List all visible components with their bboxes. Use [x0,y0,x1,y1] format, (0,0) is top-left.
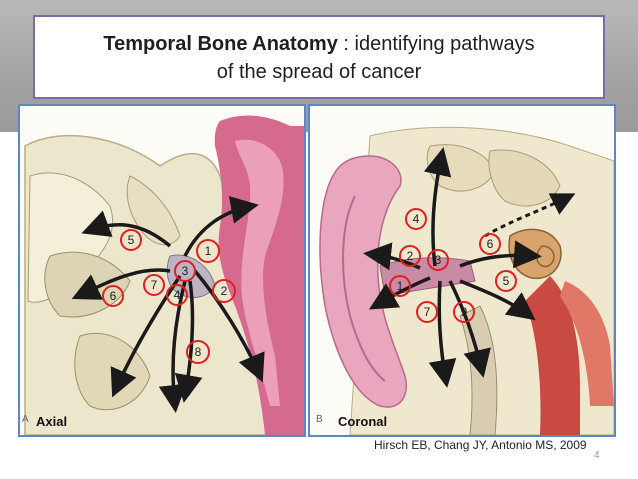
coronal-marker-6-label: 6 [487,237,494,251]
axial-marker-5-label: 5 [128,233,135,247]
title-box: Temporal Bone Anatomy : identifying path… [33,15,605,99]
coronal-marker-2: 2 [399,245,421,267]
title-line-2: of the spread of cancer [216,61,422,83]
axial-illustration: 5 1 3 7 6 4 2 8 [24,115,304,435]
title-bold: Temporal Bone Anatomy [103,33,338,55]
coronal-figure-letter: B [316,414,323,425]
coronal-marker-1-label: 1 [397,279,404,293]
coronal-marker-5-label: 5 [503,274,510,288]
axial-marker-3: 3 [174,260,196,282]
axial-marker-5: 5 [120,229,142,251]
axial-marker-2-label: 2 [221,284,228,298]
axial-marker-8: 8 [186,340,210,364]
axial-figure-panel: 5 1 3 7 6 4 2 8 A Axial [18,104,306,437]
coronal-marker-2-label: 2 [407,249,414,263]
coronal-marker-6: 6 [479,233,501,255]
coronal-marker-9: 9 [453,301,475,323]
axial-marker-7-label: 7 [151,278,158,292]
axial-marker-7: 7 [143,274,165,296]
coronal-marker-3: 3 [427,249,449,271]
page-number: 4 [594,450,600,461]
axial-marker-8-label: 8 [195,345,202,359]
coronal-marker-5: 5 [495,270,517,292]
title-rest: : identifying pathways [337,33,535,55]
coronal-marker-9-label: 9 [461,305,468,319]
coronal-marker-7-label: 7 [424,305,431,319]
axial-label: Axial [36,414,68,429]
coronal-illustration: 4 6 2 3 5 1 7 9 [319,126,614,435]
coronal-marker-4: 4 [405,208,427,230]
coronal-figure-panel: 4 6 2 3 5 1 7 9 B Coronal [308,104,616,437]
axial-figure-letter: A [22,414,29,425]
citation: Hirsch EB, Chang JY, Antonio MS, 2009 [374,438,587,452]
coronal-marker-4-label: 4 [413,212,420,226]
axial-marker-3-label: 3 [182,264,189,278]
axial-marker-6: 6 [102,285,124,307]
axial-marker-4: 4 [166,284,188,306]
coronal-label: Coronal [338,414,388,429]
axial-marker-1: 1 [196,239,220,263]
axial-marker-2: 2 [212,279,236,303]
axial-marker-4-label: 4 [174,288,181,302]
axial-marker-6-label: 6 [110,289,117,303]
title-line-1: Temporal Bone Anatomy : identifying path… [35,30,603,58]
coronal-marker-7: 7 [416,301,438,323]
axial-marker-1-label: 1 [205,244,212,258]
coronal-marker-1: 1 [389,275,411,297]
coronal-marker-3-label: 3 [435,253,442,267]
